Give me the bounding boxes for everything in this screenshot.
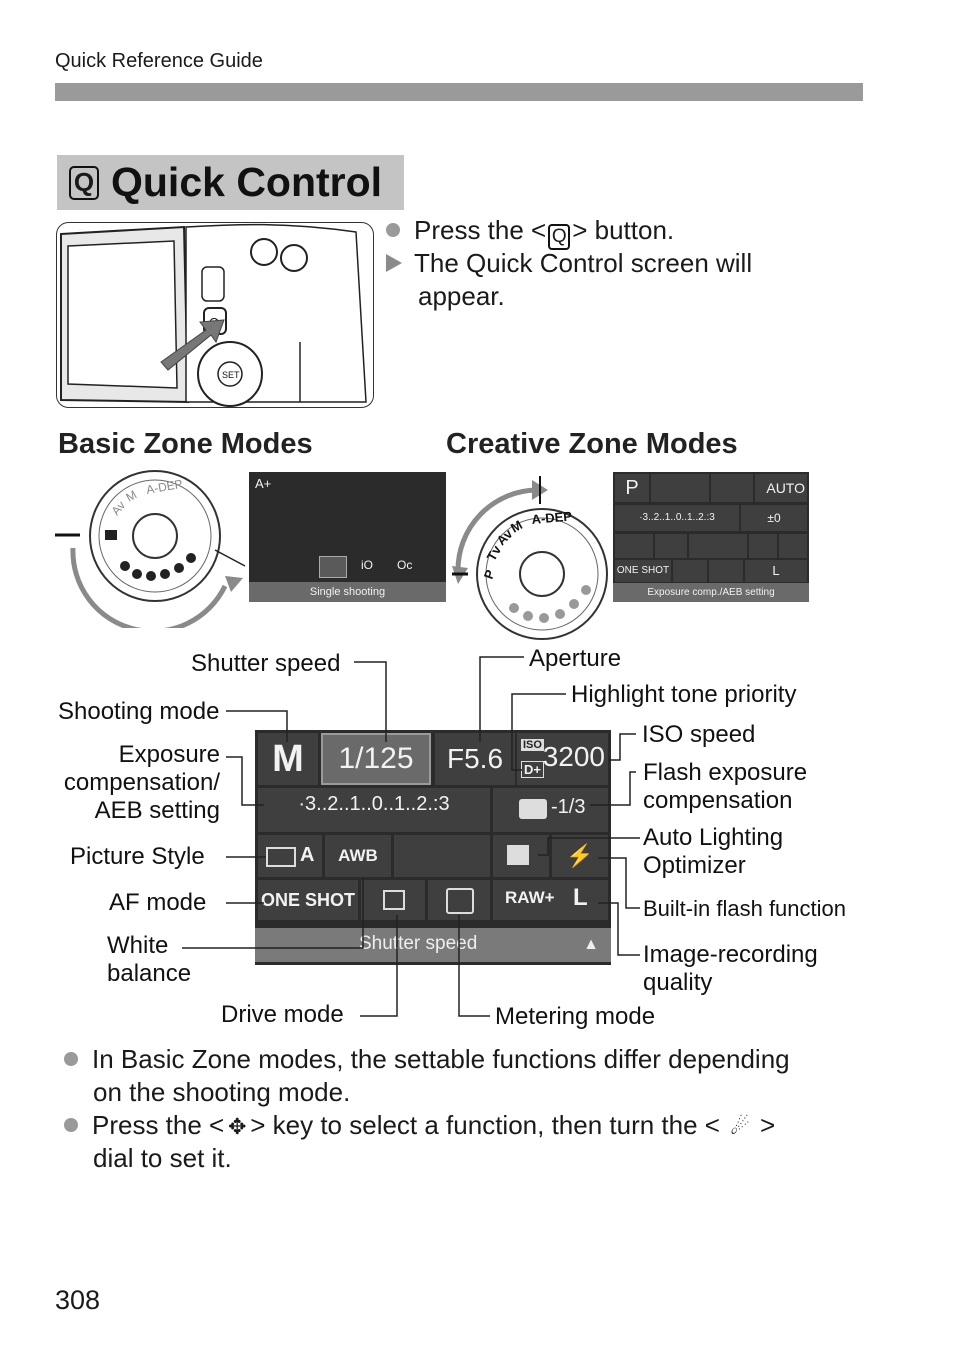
creative-aperture-cell (711, 474, 753, 502)
label-exposure-comp: Exposure compensation/ AEB setting (63, 741, 220, 824)
flash-comp-icon (519, 799, 547, 819)
label-drive-mode: Drive mode (221, 1001, 344, 1028)
creative-mode-dial: P Tv Av M A-DEP (448, 476, 610, 641)
creative-wb-icon (655, 534, 687, 558)
picture-style-cell[interactable]: A (258, 835, 322, 877)
basic-mode-dial: Av M A-DEP (55, 468, 250, 634)
guide-header: Quick Reference Guide (55, 50, 263, 72)
label-shutter-speed: Shutter speed (191, 650, 341, 677)
alo-icon-shape (507, 845, 529, 865)
creative-mode: P (615, 474, 649, 502)
note-basic-zone: In Basic Zone modes, the settable functi… (64, 1043, 790, 1076)
section-title: Quick Control (111, 159, 383, 205)
camera-illustration-svg: Q SET (56, 222, 374, 408)
creative-af-mode: ONE SHOT (615, 560, 671, 582)
iso-tag: ISO (521, 739, 544, 751)
basic-screen-status: Single shooting (249, 582, 446, 602)
svg-text:A-DEP: A-DEP (145, 477, 184, 497)
result-arrow-icon (386, 254, 402, 272)
creative-quality: L (745, 560, 807, 582)
bullet-dot-icon (64, 1052, 78, 1066)
bullet-dot-icon (64, 1118, 78, 1132)
camera-back-illustration: Q SET (56, 222, 374, 408)
metering-mode-icon[interactable] (428, 880, 490, 920)
label-white-balance: White balance (107, 932, 192, 987)
creative-iso: AUTO (755, 474, 807, 502)
screen-status-text: Shutter speed (359, 933, 478, 954)
page-number: 308 (55, 1285, 101, 1315)
creative-metering-icon (709, 560, 743, 582)
built-in-flash-icon[interactable]: ⚡ (552, 835, 608, 877)
image-quality-cell[interactable]: RAW+ L (493, 880, 608, 920)
af-mode-value[interactable]: ONE SHOT (258, 880, 358, 920)
drive-icon-shape (383, 890, 405, 910)
bullet-dot-icon (386, 223, 400, 237)
drive-mode-icon[interactable] (361, 880, 425, 920)
q-button-inline-icon: Q (548, 224, 571, 250)
creative-alo-icon (749, 534, 777, 558)
label-alo: Auto Lighting Optimizer (643, 824, 784, 879)
note-basic-zone-cont: on the shooting mode. (93, 1077, 351, 1107)
creative-exposure-scale: ·3..2..1..0..1..2.:3 (615, 505, 739, 531)
label-highlight-tone: Highlight tone priority (571, 681, 797, 708)
label-shooting-mode: Shooting mode (58, 698, 220, 725)
creative-zone-screen: P AUTO ·3..2..1..0..1..2.:3 ±0 ONE SHOT … (613, 472, 809, 602)
creative-screen-status: Exposure comp./AEB setting (613, 583, 809, 602)
exposure-scale[interactable]: ·3..2..1..0..1..2.:3 (258, 788, 490, 832)
creative-drive-icon (673, 560, 707, 582)
iso-value: 3200 (542, 741, 605, 772)
label-aperture: Aperture (529, 645, 622, 672)
single-shot-drive-icon (319, 556, 347, 578)
aperture-value[interactable]: F5.6 (435, 733, 515, 785)
q-button-icon: Q (69, 165, 99, 200)
iso-cell[interactable]: ISO D+ 3200 (517, 733, 608, 785)
flash-comp-value: -1/3 (551, 796, 586, 818)
creative-flash-icon (779, 534, 807, 558)
label-image-quality: Image-recording quality (643, 941, 818, 996)
label-af-mode: AF mode (109, 889, 207, 916)
svg-text:SET: SET (222, 370, 240, 380)
empty-cell (394, 835, 490, 877)
metering-icon-shape (446, 888, 474, 914)
label-iso-speed: ISO speed (642, 721, 756, 748)
basic-zone-heading: Basic Zone Modes (58, 428, 313, 460)
note-select-function-cont: dial to set it. (93, 1143, 232, 1173)
step-press-button: Press the <Q> button. (386, 214, 674, 250)
label-metering-mode: Metering mode (495, 1003, 656, 1030)
step-result-cont: appear. (418, 281, 505, 311)
shooting-mode-value: M (258, 733, 318, 785)
flash-exposure-comp[interactable]: -1/3 (493, 788, 608, 832)
creative-zone-heading: Creative Zone Modes (446, 428, 738, 460)
creative-flash-comp: ±0 (741, 505, 807, 531)
note-select-function: Press the <✥> key to select a function, … (64, 1109, 775, 1143)
header-bar (55, 83, 863, 101)
screen-status-bar: Shutter speed ▲ (255, 928, 611, 962)
label-builtin-flash: Built-in flash function (643, 896, 846, 921)
quick-control-screen: M 1/125 F5.6 ISO D+ 3200 ·3..2..1..0..1.… (255, 730, 611, 965)
basic-zone-screen: A+ iO Oc Single shooting (249, 472, 446, 602)
svg-text:A-DEP: A-DEP (531, 508, 573, 526)
step-result: The Quick Control screen will (386, 247, 752, 280)
white-balance-value[interactable]: AWB (325, 835, 391, 877)
label-picture-style: Picture Style (70, 843, 205, 870)
picture-style-value: A (300, 844, 315, 866)
main-dial-icon: ☄ (730, 1114, 750, 1139)
continuous-timer-icon: Oc (397, 558, 413, 572)
multi-controller-icon: ✥ (228, 1114, 247, 1139)
creative-shutter-cell (651, 474, 709, 502)
self-timer-drive-icon: iO (361, 558, 373, 572)
quality-l: L (573, 884, 588, 911)
basic-mode-icon: A+ (255, 476, 272, 491)
label-flash-comp: Flash exposure compensation (643, 759, 808, 814)
quality-raw: RAW+ (505, 888, 555, 907)
svg-text:Av: Av (109, 498, 129, 518)
status-chevron-up-icon: ▲ (583, 936, 599, 953)
picture-style-icon (266, 847, 296, 867)
creative-empty-cell (689, 534, 747, 558)
auto-lighting-optimizer-icon[interactable] (493, 835, 549, 877)
section-title-box: Q Quick Control (57, 155, 404, 210)
shutter-speed-value[interactable]: 1/125 (321, 733, 431, 785)
creative-picture-style-icon (615, 534, 653, 558)
